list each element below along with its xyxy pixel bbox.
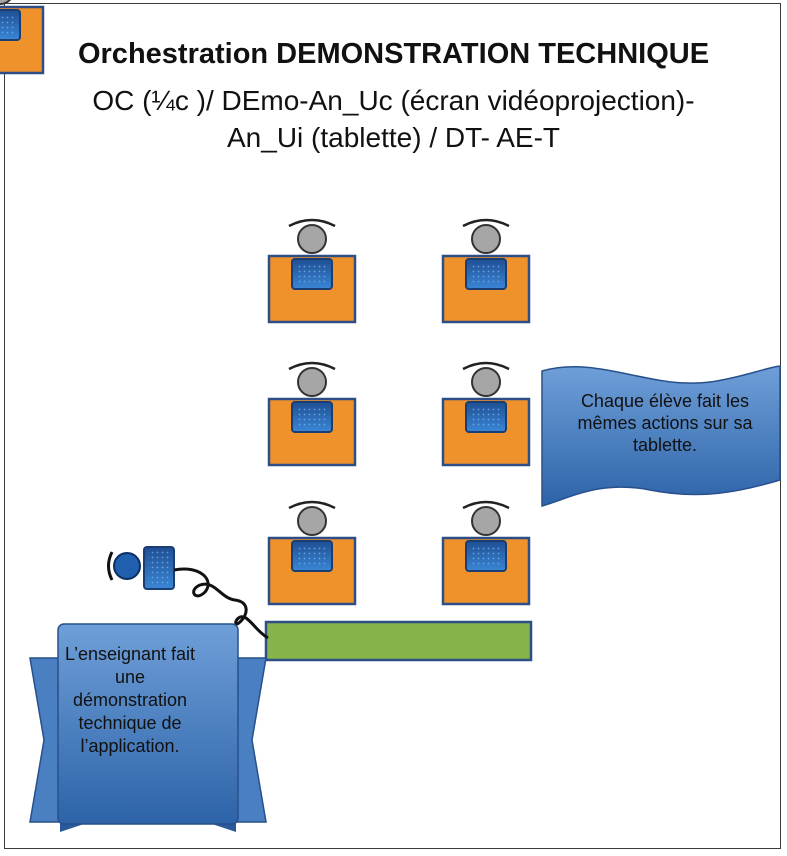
teacher-arm-left (107, 551, 114, 581)
video-cable (173, 567, 269, 640)
teacher-callout-banner (29, 623, 267, 832)
student-desk (0, 0, 45, 75)
diagram-title: Orchestration DEMONSTRATION TECHNIQUE (77, 38, 710, 70)
students-callout-text: Chaque élève fait les mêmes actions sur … (577, 391, 753, 455)
projection-screen (264, 620, 533, 662)
teacher-callout-text: L’enseignant fait une démonstration tech… (64, 644, 196, 756)
diagram-subtitle-line-2: An_Ui (tablette) / DT- AE-T (227, 122, 560, 153)
teacher (107, 546, 269, 640)
teacher-head (113, 552, 141, 580)
diagram-subtitle-line-1: OC (¼c )/ DEmo-An_Uc (écran vidéoproject… (92, 85, 695, 116)
students-callout-banner (541, 365, 781, 507)
tablet-screen-pattern (0, 14, 16, 36)
student-head (0, 0, 12, 5)
